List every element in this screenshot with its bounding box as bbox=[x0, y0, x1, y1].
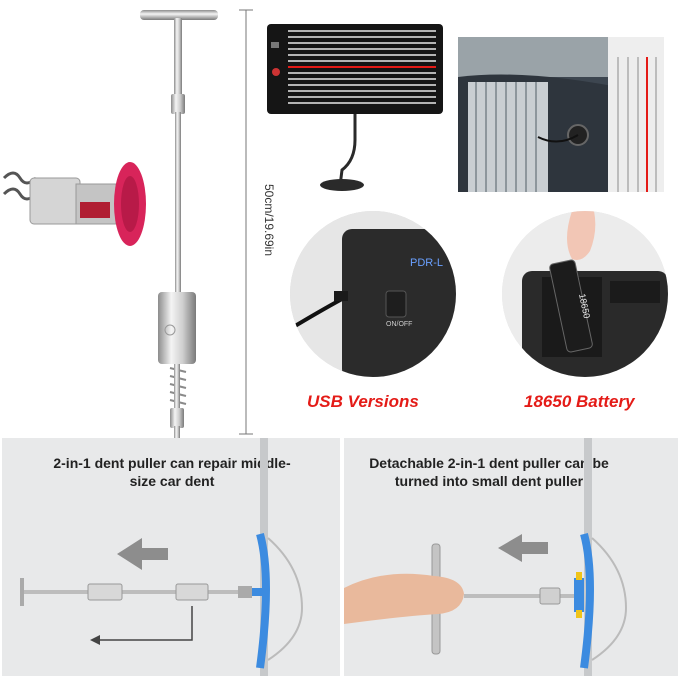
right-demo-panel: Detachable 2-in-1 dent puller can be tur… bbox=[344, 438, 678, 676]
right-demo-graphic bbox=[344, 438, 628, 676]
battery-graphic bbox=[502, 211, 668, 377]
left-caption: 2-in-1 dent puller can repair middle-siz… bbox=[53, 455, 291, 489]
device-label: PDR-L bbox=[410, 257, 444, 269]
car-reflection-photo bbox=[458, 37, 664, 192]
line-board-illustration bbox=[267, 24, 443, 191]
right-caption: Detachable 2-in-1 dent puller can be tur… bbox=[369, 455, 609, 489]
puller-tip-closeup bbox=[2, 162, 146, 246]
dimension-line bbox=[239, 9, 253, 435]
usb-device-graphic bbox=[290, 211, 456, 377]
usb-versions-label: USB Versions bbox=[307, 392, 419, 411]
device-button-label: ON/OFF bbox=[386, 321, 413, 328]
slide-hammer-illustration bbox=[140, 10, 218, 438]
battery-label: 18650 Battery bbox=[524, 392, 635, 411]
battery-closeup: 18650 bbox=[502, 211, 668, 377]
left-demo-graphic bbox=[20, 438, 304, 676]
usb-device-closeup: PDR-L ON/OFF bbox=[290, 211, 456, 377]
left-demo-panel: 2-in-1 dent puller can repair middle-siz… bbox=[2, 438, 340, 676]
